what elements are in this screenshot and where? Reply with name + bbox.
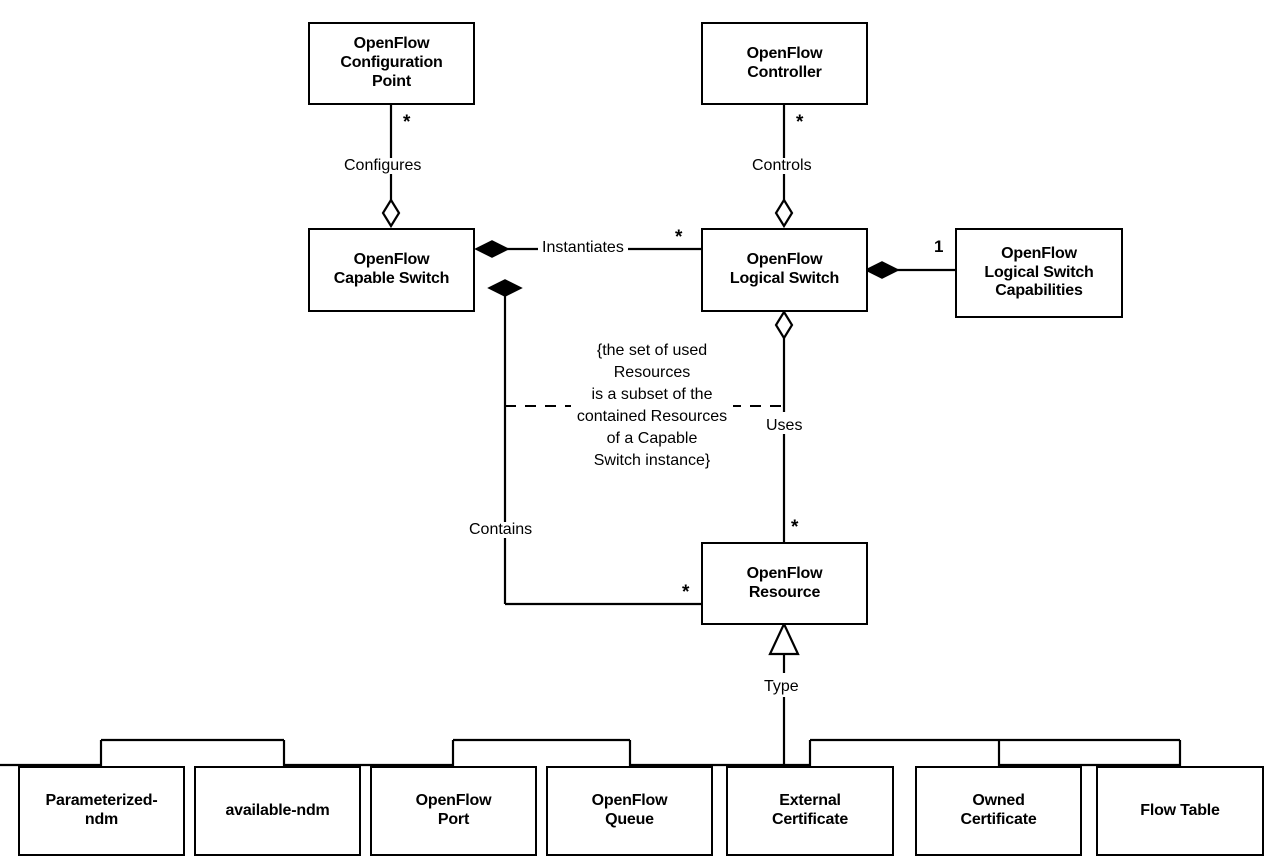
association-has-capabilities	[864, 261, 955, 279]
label-type: Type	[761, 679, 802, 695]
class-parameterized-ndm[interactable]: Parameterized-ndm	[18, 766, 185, 856]
association-controls	[774, 105, 794, 229]
association-configures	[381, 105, 401, 229]
class-flow-table[interactable]: Flow Table	[1096, 766, 1264, 856]
label-configures: Configures	[344, 157, 422, 174]
multiplicity-controls-star: *	[796, 112, 804, 133]
class-available-ndm[interactable]: available-ndm	[194, 766, 361, 856]
multiplicity-configures-star: *	[403, 112, 411, 133]
label-instantiates: Instantiates	[538, 240, 628, 256]
multiplicity-contains-star: *	[682, 582, 690, 603]
multiplicity-instantiates-star: *	[675, 227, 683, 248]
multiplicity-uses-star: *	[791, 517, 799, 538]
label-controls: Controls	[752, 157, 812, 174]
association-contains	[487, 279, 703, 606]
label-uses: Uses	[763, 418, 806, 434]
association-uses	[774, 309, 794, 544]
generalization-type	[0, 621, 1182, 767]
multiplicity-capabilities-one: 1	[934, 237, 944, 256]
label-contains: Contains	[466, 522, 536, 538]
